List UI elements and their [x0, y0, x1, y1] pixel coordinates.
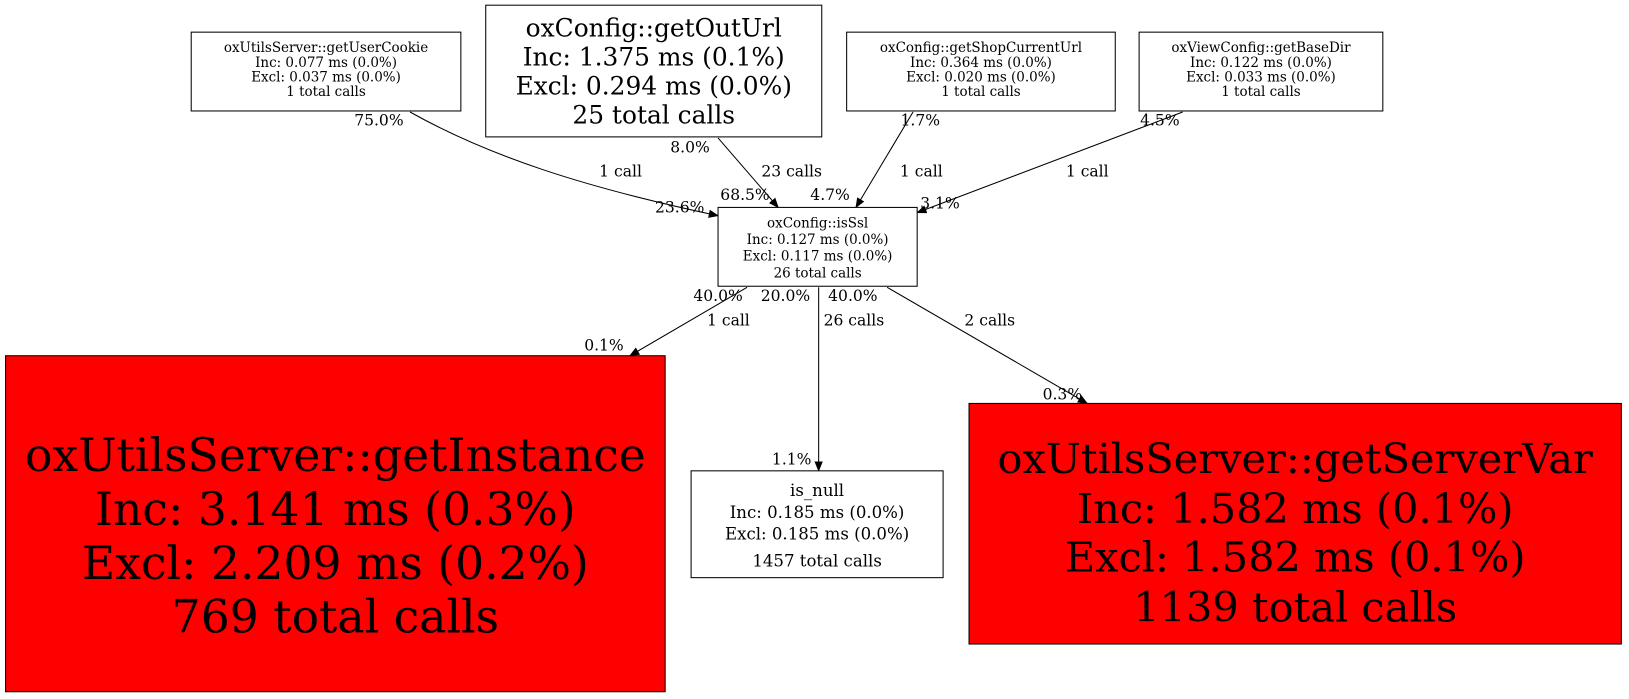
node-exclusive-time: Excl: 0.117 ms (0.0%) — [743, 249, 893, 265]
node-inclusive-time: Inc: 0.127 ms (0.0%) — [747, 232, 889, 248]
edge-call-count: 1 call — [1066, 162, 1109, 180]
node-box — [717, 206, 918, 287]
node-function-name: oxConfig::getShopCurrentUrl — [880, 40, 1082, 56]
node-exclusive-time: Excl: 0.033 ms (0.0%) — [1186, 69, 1336, 85]
edge-tail-percent: 20.0% — [761, 287, 810, 305]
node-total-calls: 1 total calls — [286, 84, 366, 100]
edge-isSsl-to-is_null: 20.0% 26 calls 1.1% — [761, 287, 885, 472]
edge-line — [409, 111, 720, 218]
edge-tail-percent: 75.0% — [354, 111, 403, 129]
edge-getOutUrl-to-isSsl: 8.0% 23 calls 68.5% — [670, 137, 822, 209]
node-total-calls: 1139 total calls — [1133, 582, 1457, 631]
edge-head-percent: 68.5% — [720, 186, 769, 204]
edge-tail-percent: 40.0% — [693, 287, 742, 305]
node-exclusive-time: Excl: 0.185 ms (0.0%) — [725, 525, 909, 544]
edge-line — [916, 111, 1183, 214]
edge-head-percent: 4.7% — [810, 186, 850, 204]
node-exclusive-time: Excl: 0.294 ms (0.0%) — [516, 72, 792, 101]
node-function-name: oxUtilsServer::getServerVar — [998, 434, 1593, 483]
node-total-calls: 1 total calls — [941, 84, 1021, 100]
edge-call-count: 1 call — [900, 162, 943, 180]
node-function-name: oxConfig::isSsl — [767, 216, 868, 232]
edge-getShopCurrentUrl-to-isSsl: 1.7% 1 call 4.7% — [810, 111, 943, 209]
node-function-name: oxConfig::getOutUrl — [526, 14, 782, 43]
node-function-name: oxUtilsServer::getUserCookie — [224, 40, 428, 56]
edge-tail-percent: 8.0% — [670, 138, 710, 156]
edge-call-count: 1 call — [707, 312, 750, 330]
edge-head-percent: 1.1% — [772, 451, 812, 469]
edge-call-count: 1 call — [599, 162, 642, 180]
node-box — [5, 355, 666, 693]
edge-head-percent: 0.1% — [584, 337, 624, 355]
node-box — [968, 402, 1622, 645]
edge-isSsl-to-getInstance: 40.0% 1 call 0.1% — [584, 286, 750, 357]
edge-line — [717, 137, 779, 209]
node-total-calls: 25 total calls — [572, 101, 735, 130]
edge-getBaseDir-to-isSsl: 4.5% 1 call 3.1% — [916, 111, 1183, 214]
edge-head-percent: 0.3% — [1043, 385, 1082, 403]
node-total-calls: 1457 total calls — [752, 552, 882, 571]
node-exclusive-time: Excl: 2.209 ms (0.2%) — [82, 537, 589, 590]
node-exclusive-time: Excl: 0.037 ms (0.0%) — [251, 69, 401, 85]
node-function-name: oxViewConfig::getBaseDir — [1171, 40, 1351, 56]
node-box — [190, 31, 462, 112]
edge-tail-percent: 40.0% — [828, 287, 877, 305]
edge-head-percent: 3.1% — [920, 194, 960, 212]
edge-getUserCookie-to-isSsl: 75.0% 1 call 23.6% — [354, 111, 720, 218]
node-box — [846, 31, 1116, 112]
node-exclusive-time: Excl: 0.020 ms (0.0%) — [906, 69, 1056, 85]
edge-line — [886, 286, 1089, 404]
node-box — [690, 470, 944, 579]
edge-isSsl-to-getServerVar: 40.0% 2 calls 0.3% — [828, 286, 1089, 404]
node-exclusive-time: Excl: 1.582 ms (0.1%) — [1065, 533, 1526, 582]
node-box — [1138, 31, 1384, 112]
node-total-calls: 1 total calls — [1221, 84, 1301, 100]
node-inclusive-time: Inc: 3.141 ms (0.3%) — [95, 483, 576, 536]
edge-tail-percent: 1.7% — [901, 111, 941, 129]
node-inclusive-time: Inc: 1.375 ms (0.1%) — [523, 43, 785, 72]
edges: 75.0% 1 call 23.6% 8.0% 23 calls 68.5% 1.7% 1 c… — [354, 111, 1183, 472]
edge-tail-percent: 4.5% — [1140, 111, 1180, 129]
edge-head-percent: 23.6% — [655, 199, 704, 217]
node-function-name: oxUtilsServer::getInstance — [25, 429, 646, 482]
edge-call-count: 2 calls — [964, 312, 1015, 330]
node-inclusive-time: Inc: 0.122 ms (0.0%) — [1190, 55, 1332, 71]
node-inclusive-time: Inc: 0.077 ms (0.0%) — [255, 55, 397, 71]
node-inclusive-time: Inc: 0.364 ms (0.0%) — [910, 55, 1052, 71]
node-box — [485, 4, 823, 138]
node-inclusive-time: Inc: 0.185 ms (0.0%) — [730, 503, 905, 522]
node-total-calls: 26 total calls — [774, 265, 862, 281]
edge-call-count: 26 calls — [824, 312, 885, 330]
node-function-name: is_null — [790, 481, 844, 500]
edge-line — [855, 111, 914, 209]
edge-call-count: 23 calls — [761, 162, 822, 180]
node-total-calls: 769 total calls — [172, 591, 499, 644]
edge-line — [629, 286, 748, 357]
node-inclusive-time: Inc: 1.582 ms (0.1%) — [1077, 484, 1514, 533]
